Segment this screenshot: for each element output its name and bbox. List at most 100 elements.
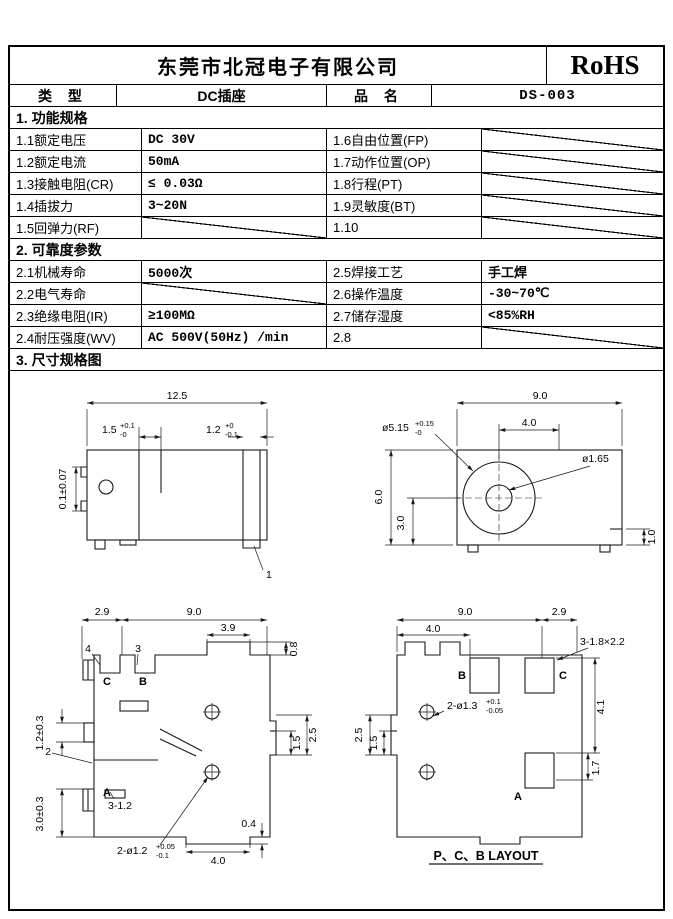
dim-pcb-body-width: 9.0 — [458, 606, 473, 618]
spec-label: 1.8行程(PT) — [327, 173, 482, 194]
spec-row: 2.4耐压强度(WV) AC 500V(50Hz) /min 2.8 — [10, 327, 663, 349]
dim-pcb-holes: 2-ø1.3 — [447, 700, 478, 712]
top-view-dimension-lines — [51, 618, 312, 858]
dim-pcb-holes-tol-dn: -0.05 — [486, 706, 503, 715]
spec-value-empty — [482, 129, 663, 150]
spec-value: <85%RH — [488, 308, 535, 323]
front-view-dimension-lines — [385, 401, 650, 546]
type-label: 类 型 — [10, 85, 117, 106]
callout-3: 3 — [135, 643, 141, 655]
dim-side-edge-gap: 0.1±0.07 — [57, 468, 69, 509]
pad-b — [469, 657, 500, 694]
top-view-outline — [82, 641, 277, 845]
spec-value: ≤ 0.03Ω — [142, 173, 327, 194]
spec-label: 1.3接触电阻(CR) — [10, 173, 142, 194]
terminal-a-label: A — [103, 787, 111, 799]
spec-label: 2.4耐压强度(WV) — [10, 327, 142, 348]
dim-top-holes: 2-ø1.2 — [117, 845, 148, 857]
dim-front-total-width: 9.0 — [533, 390, 548, 402]
dim-pcb-4-1: 4.1 — [595, 700, 607, 715]
spec-label: 2.5焊接工艺 — [327, 261, 482, 282]
spec-value-empty — [482, 217, 663, 238]
dim-front-barrel-tol-up: +0.15 — [415, 419, 434, 428]
dim-side-step-tol-dn: -0 — [120, 430, 127, 439]
top-view: 2.9 9.0 3.9 0.8 4 3 C B 2 A 1.2±0.3 3.0±… — [34, 606, 319, 867]
terminal-b-label: B — [139, 676, 147, 688]
spec-value-empty — [142, 217, 327, 238]
spec-label: 1.9灵敏度(BT) — [327, 195, 482, 216]
dim-top-tab-height: 0.8 — [288, 642, 300, 657]
type-value: DC插座 — [117, 85, 327, 106]
header-row: 东莞市北冠电子有限公司 RoHS — [10, 47, 663, 85]
spec-row: 1.5回弹力(RF) 1.10 — [10, 217, 663, 239]
dim-pcb-1-5: 1.5 — [368, 736, 380, 751]
callout-4: 4 — [85, 643, 91, 655]
dim-top-slot: 3-1.2 — [108, 800, 132, 812]
spec-row: 1.3接触电阻(CR) ≤ 0.03Ω 1.8行程(PT) — [10, 173, 663, 195]
top-view-hole-centerlines — [203, 703, 221, 781]
section1-title: 1. 功能规格 — [10, 107, 663, 129]
part-number: DS-003 — [519, 87, 576, 104]
spec-label: 1.5回弹力(RF) — [10, 217, 142, 238]
spec-label: 1.10 — [327, 217, 482, 238]
dim-top-slot-width: 3.9 — [221, 622, 236, 634]
pcb-pads — [469, 657, 555, 789]
dim-front-center-offset: 4.0 — [522, 417, 537, 429]
spec-value: 3~20N — [142, 195, 327, 216]
dim-pcb-pad-spec: 3-1.8×2.2 — [580, 636, 625, 648]
dim-pcb-1-7: 1.7 — [590, 761, 602, 776]
spec-label: 2.2电气寿命 — [10, 283, 142, 304]
spec-value: 手工焊 — [488, 266, 528, 281]
pcb-dimension-lines — [365, 618, 600, 781]
dim-top-tab-width: 4.0 — [211, 855, 226, 867]
spec-value: 50mA — [142, 151, 327, 172]
spec-label: 1.2额定电流 — [10, 151, 142, 172]
spec-value: DC 30V — [142, 129, 327, 150]
dim-pcb-pad-offset: 4.0 — [426, 623, 441, 635]
spec-label: 2.3绝缘电阻(IR) — [10, 305, 142, 326]
pad-c — [524, 657, 555, 694]
spec-label: 2.7储存湿度 — [327, 305, 482, 326]
front-view: 9.0 4.0 ø5.15 +0.15 -0 ø1.65 6.0 3.0 1.0 — [373, 390, 658, 553]
dim-top-left-width: 2.9 — [95, 606, 110, 618]
front-view-centerlines — [455, 454, 545, 544]
dim-top-notch-1: 1.5 — [291, 736, 303, 751]
pcb-layout-caption: P、C、B LAYOUT — [433, 849, 538, 863]
dim-side-step: 1.5 — [102, 424, 117, 436]
part-name-label: 品 名 — [327, 85, 432, 106]
pad-b-label: B — [458, 670, 466, 682]
section2-title: 2. 可靠度参数 — [10, 239, 663, 261]
spec-label: 1.1额定电压 — [10, 129, 142, 150]
spec-value: AC 500V(50Hz) /min — [142, 327, 327, 348]
spec-label: 1.6自由位置(FP) — [327, 129, 482, 150]
dim-front-foot-height: 1.0 — [646, 530, 658, 545]
side-view-outline — [80, 449, 268, 550]
dim-top-height-1: 1.2±0.3 — [34, 715, 46, 750]
terminal-c-label: C — [103, 676, 111, 688]
dim-side-pin-tol-up: +0 — [225, 421, 234, 430]
dim-top-body-width: 9.0 — [187, 606, 202, 618]
dim-top-holes-tol-dn: -0.1 — [156, 851, 169, 860]
spec-value: ≥100MΩ — [142, 305, 327, 326]
callout-2: 2 — [45, 746, 51, 758]
spec-row: 1.2额定电流 50mA 1.7动作位置(OP) — [10, 151, 663, 173]
spec-label: 2.8 — [327, 327, 482, 348]
spec-row: 2.3绝缘电阻(IR) ≥100MΩ 2.7储存湿度 <85%RH — [10, 305, 663, 327]
rohs-mark: RoHS — [570, 50, 640, 80]
dim-pcb-right-width: 2.9 — [552, 606, 567, 618]
spec-value-empty — [142, 283, 327, 304]
spec-label: 2.6操作温度 — [327, 283, 482, 304]
spec-value-empty — [482, 151, 663, 172]
spec-row: 1.1额定电压 DC 30V 1.6自由位置(FP) — [10, 129, 663, 151]
callout-1: 1 — [266, 569, 272, 581]
pad-a — [524, 752, 555, 789]
dim-top-tab-depth: 0.4 — [241, 818, 256, 830]
side-view: 12.5 1.5 +0.1 -0 1.2 +0 -0.1 0.1±0.07 1 — [57, 390, 274, 581]
spec-value-empty — [482, 173, 663, 194]
dim-pcb-2-5: 2.5 — [353, 728, 365, 743]
dim-front-barrel-tol-dn: -0 — [415, 428, 422, 437]
dim-pcb-holes-tol-up: +0.1 — [486, 697, 501, 706]
spec-value: -30~70℃ — [488, 286, 550, 301]
spec-row: 1.4插拔力 3~20N 1.9灵敏度(BT) — [10, 195, 663, 217]
